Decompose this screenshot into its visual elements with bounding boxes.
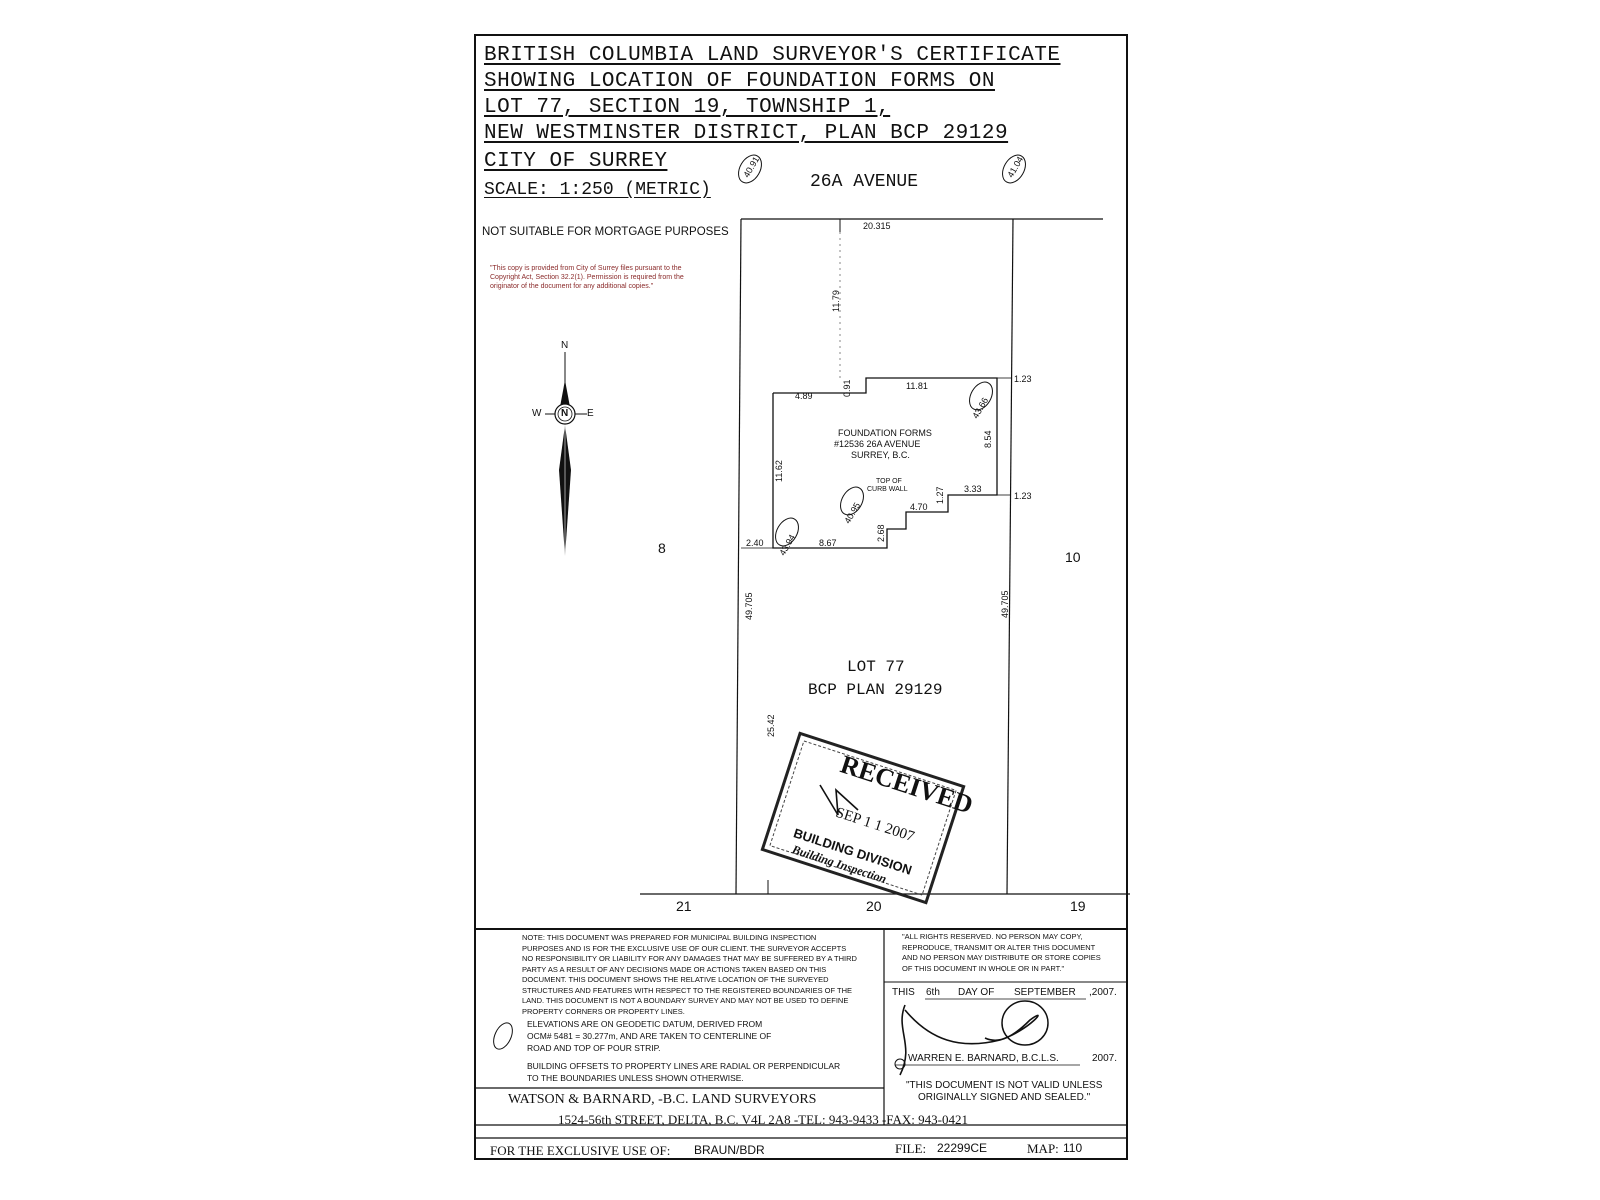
- curb-line-2: CURB WALL: [867, 486, 908, 493]
- date-day-of: DAY OF: [958, 987, 995, 998]
- compass-e: E: [587, 408, 594, 419]
- validity-line-2: ORIGINALLY SIGNED AND SEALED.": [918, 1092, 1091, 1103]
- map-label: MAP:: [1027, 1141, 1059, 1156]
- dim-1-27: 1.27: [935, 486, 945, 504]
- dim-front-setback: 11.79: [831, 290, 841, 312]
- date-day: 6th: [926, 987, 940, 998]
- lot-10-label: 10: [1065, 549, 1081, 565]
- title-line-4: NEW WESTMINSTER DISTRICT, PLAN BCP 29129: [484, 122, 1009, 145]
- date-this: THIS: [892, 987, 915, 998]
- firm-address: 1524-56th STREET, DELTA, B.C. V4L 2A8 -T…: [558, 1112, 969, 1127]
- dim-2-40: 2.40: [746, 538, 764, 548]
- offset-note: BUILDING OFFSETS TO PROPERTY LINES ARE R…: [527, 1061, 841, 1083]
- disclaimer-note: NOTE: THIS DOCUMENT WAS PREPARED FOR MUN…: [522, 933, 857, 1016]
- lot-19-label: 19: [1070, 898, 1086, 914]
- received-stamp: [760, 731, 966, 905]
- dim-8-54: 8.54: [983, 430, 993, 448]
- elevation-note: ELEVATIONS ARE ON GEODETIC DATUM, DERIVE…: [527, 1019, 772, 1053]
- title-line-1: BRITISH COLUMBIA LAND SURVEYOR'S CERTIFI…: [484, 44, 1061, 67]
- file-number: 22299CE: [937, 1141, 988, 1155]
- foundation-line-3: SURREY, B.C.: [851, 450, 910, 460]
- dim-4-89: 4.89: [795, 391, 813, 401]
- validity-line-1: "THIS DOCUMENT IS NOT VALID UNLESS: [906, 1080, 1103, 1091]
- dim-1-23-top: 1.23: [1014, 374, 1032, 384]
- exclusive-use-label: FOR THE EXCLUSIVE USE OF:: [490, 1143, 671, 1158]
- date-year: ,2007.: [1089, 987, 1117, 998]
- map-number: 110: [1063, 1141, 1083, 1155]
- dim-front: 20.315: [863, 221, 891, 231]
- dim-right-side: 49.705: [1000, 590, 1010, 618]
- scale-label: SCALE: 1:250 (METRIC): [484, 180, 711, 200]
- title-line-3: LOT 77, SECTION 19, TOWNSHIP 1,: [484, 96, 891, 119]
- rights-note: "ALL RIGHTS RESERVED. NO PERSON MAY COPY…: [902, 932, 1101, 973]
- dim-left-side: 49.705: [744, 592, 754, 620]
- dim-3-33: 3.33: [964, 484, 982, 494]
- title-line-5: CITY OF SURREY: [484, 150, 668, 173]
- foundation-line-2: #12536 26A AVENUE: [834, 439, 921, 449]
- street-name: 26A AVENUE: [810, 172, 919, 192]
- dim-11-62: 11.62: [774, 460, 784, 482]
- dim-rear-setback: 25.42: [766, 714, 776, 737]
- dim-0-91: 0.91: [842, 379, 852, 397]
- file-label: FILE:: [895, 1141, 927, 1156]
- lot-21-label: 21: [676, 898, 692, 914]
- copyright-note: "This copy is provided from City of Surr…: [490, 265, 684, 290]
- firm-name: WATSON & BARNARD, -B.C. LAND SURVEYORS: [508, 1092, 817, 1107]
- lot-8-label: 8: [658, 540, 666, 556]
- signer-name: WARREN E. BARNARD, B.C.L.S.: [908, 1053, 1059, 1064]
- foundation-line-1: FOUNDATION FORMS: [838, 428, 932, 438]
- lot-20-label: 20: [866, 898, 882, 914]
- signer-year: 2007.: [1092, 1053, 1118, 1064]
- dim-2-68: 2.68: [876, 524, 886, 542]
- lot-77-label: LOT 77: [847, 658, 905, 676]
- certificate-border: [474, 34, 1128, 1160]
- title-line-2: SHOWING LOCATION OF FOUNDATION FORMS ON: [484, 70, 995, 93]
- north-arrow-icon: [545, 352, 587, 556]
- curb-line-1: TOP OF: [876, 478, 902, 485]
- dim-11-81: 11.81: [906, 381, 928, 391]
- compass-center: N: [561, 408, 569, 419]
- client-name: BRAUN/BDR: [694, 1143, 765, 1157]
- date-month: SEPTEMBER: [1014, 987, 1076, 998]
- compass-w: W: [532, 408, 542, 419]
- compass-n: N: [561, 340, 569, 351]
- dim-1-23-bottom: 1.23: [1014, 491, 1032, 501]
- dim-8-67: 8.67: [819, 538, 837, 548]
- mortgage-note: NOT SUITABLE FOR MORTGAGE PURPOSES: [482, 226, 729, 238]
- dim-4-70: 4.70: [910, 502, 928, 512]
- plan-label: BCP PLAN 29129: [808, 681, 943, 699]
